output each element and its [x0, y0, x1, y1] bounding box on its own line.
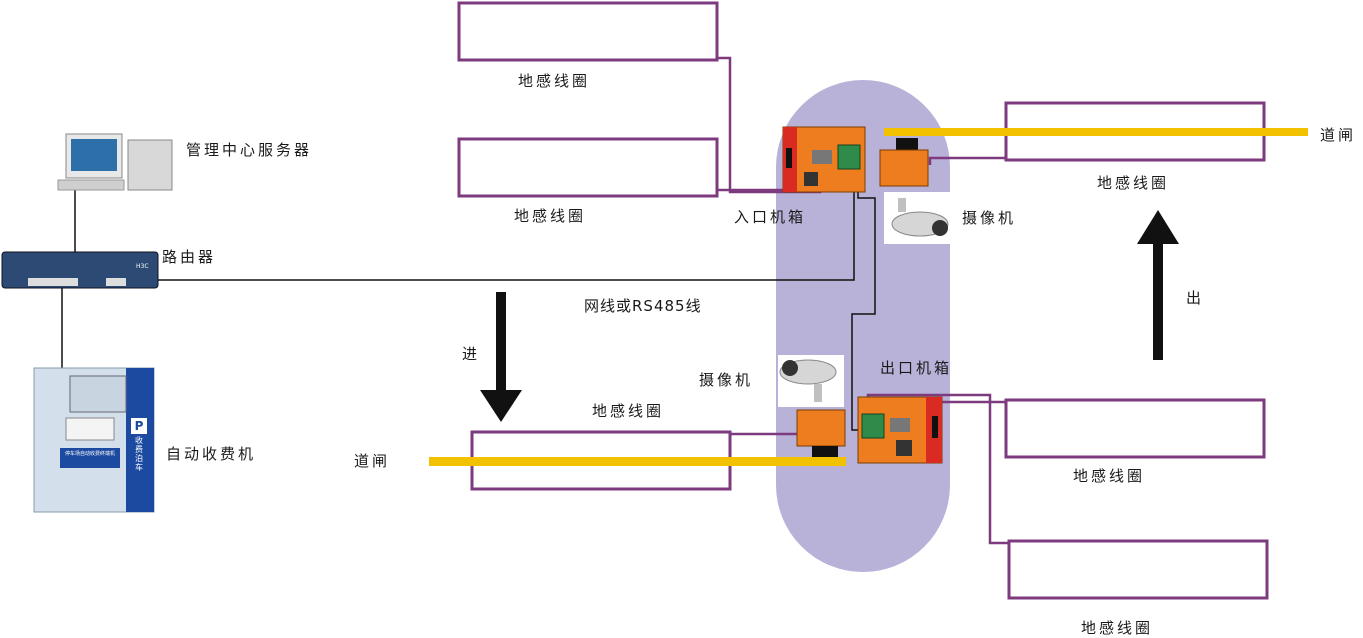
exit-control-box [857, 396, 943, 464]
exit-arrow-icon [1137, 210, 1179, 360]
loop-right-mid [1004, 398, 1266, 459]
loop-mid-left [457, 137, 719, 198]
enter-arrow-icon [480, 292, 522, 422]
kiosk-p-logo: P [131, 418, 147, 434]
loop-wire-top-right [928, 156, 1006, 165]
label-loop-top-left: 地感线圈 [518, 72, 591, 90]
entry-control-box [782, 126, 866, 193]
label-camera-top: 摄像机 [962, 209, 1017, 227]
label-barrier-bottom: 道闸 [354, 452, 391, 470]
label-kiosk: 自动收费机 [166, 445, 257, 463]
kiosk-panel-text: 停车场自动收费终端机 [64, 451, 115, 457]
kiosk-side-sign: 收费泊车 [135, 436, 143, 472]
loop-right-bottom [1007, 539, 1269, 600]
label-loop-bottom-left: 地感线圈 [592, 402, 665, 420]
label-exit-box: 出口机箱 [880, 359, 953, 377]
barrier-bottom [429, 409, 846, 466]
router-brand: H3C [136, 263, 149, 270]
barrier-top [879, 128, 1308, 187]
label-loop-mid-left: 地感线圈 [514, 207, 587, 225]
cable-entry-exit-box [851, 188, 876, 431]
kiosk-machine-icon [33, 367, 155, 513]
label-loop-right-bottom: 地感线圈 [1081, 619, 1154, 637]
server-computer-icon [57, 133, 173, 191]
camera-bottom-icon [778, 355, 844, 407]
loop-top-left [457, 1, 719, 62]
label-loop-top-right: 地感线圈 [1097, 174, 1170, 192]
label-entry-box: 入口机箱 [734, 208, 807, 226]
label-cable: 网线或RS485线 [584, 297, 702, 315]
label-server: 管理中心服务器 [186, 141, 313, 159]
camera-top-icon [884, 192, 950, 244]
label-enter: 进 [462, 345, 481, 363]
label-router: 路由器 [162, 248, 217, 266]
router-icon [1, 251, 159, 289]
label-exit: 出 [1186, 289, 1205, 307]
label-barrier-top: 道闸 [1320, 126, 1357, 144]
cable-router-entry-box [158, 188, 855, 281]
label-loop-right-mid: 地感线圈 [1073, 467, 1146, 485]
label-camera-bottom: 摄像机 [699, 371, 754, 389]
